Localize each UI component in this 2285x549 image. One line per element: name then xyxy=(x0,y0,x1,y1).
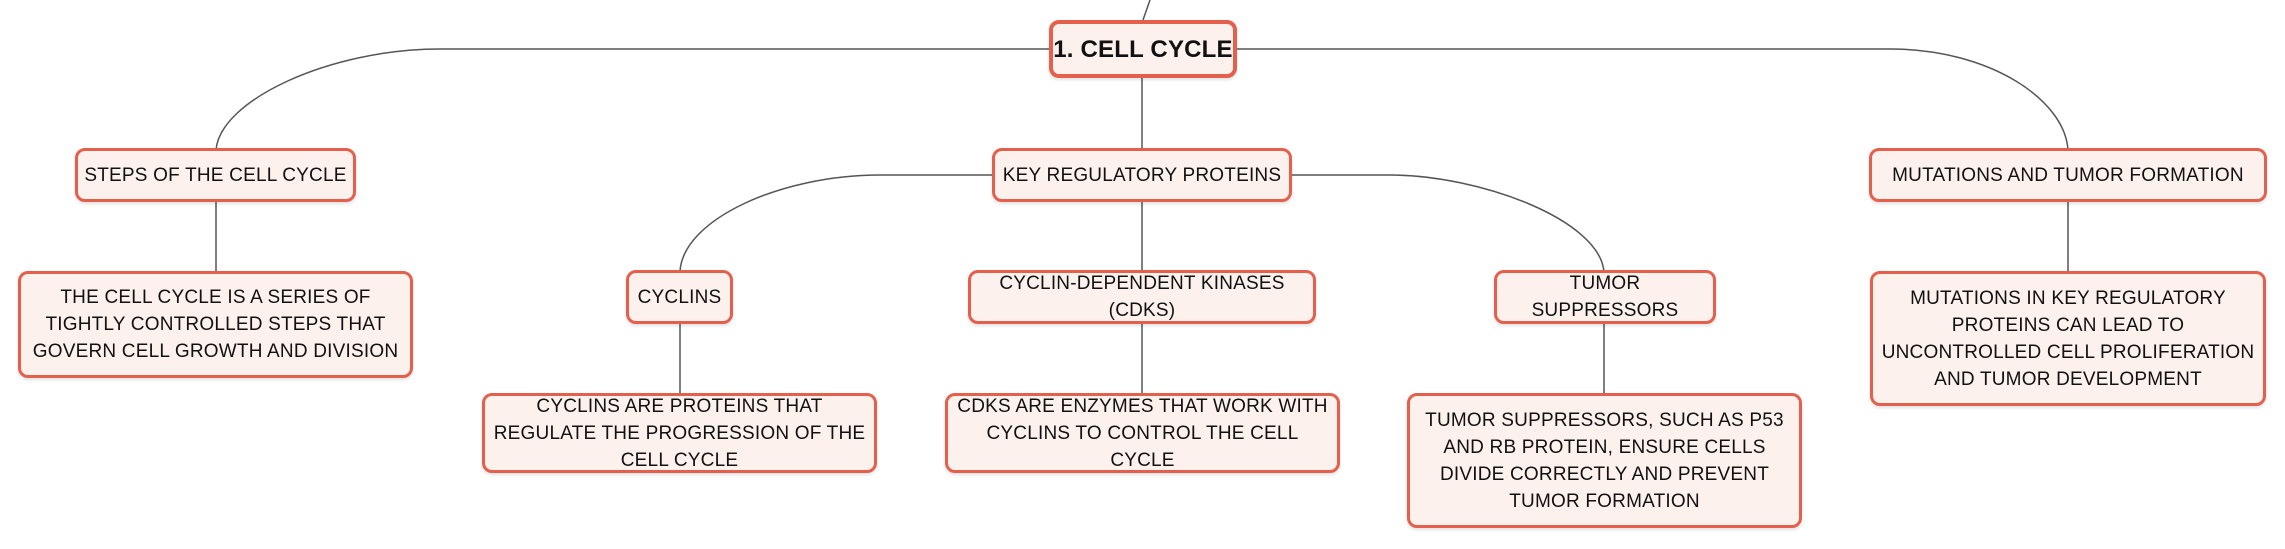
branch-steps-label: STEPS OF THE CELL CYCLE xyxy=(84,164,347,186)
child-cdks[interactable]: CYCLIN-DEPENDENT KINASES (CDKS) xyxy=(968,270,1316,324)
cyclins-detail-text: CYCLINS ARE PROTEINS THAT REGULATE THE P… xyxy=(493,395,866,471)
child-cdks-label: CYCLIN-DEPENDENT KINASES (CDKS) xyxy=(999,273,1285,321)
root-title: 1. CELL CYCLE xyxy=(1053,35,1233,63)
branch-steps[interactable]: STEPS OF THE CELL CYCLE xyxy=(75,148,356,202)
root-node[interactable]: 1. CELL CYCLE xyxy=(1049,20,1237,78)
cyclins-detail[interactable]: CYCLINS ARE PROTEINS THAT REGULATE THE P… xyxy=(482,393,877,473)
tumor-suppressors-detail-text: TUMOR SUPPRESSORS, SUCH AS P53 AND RB PR… xyxy=(1425,409,1784,512)
connector-key-cyclins xyxy=(679,174,992,273)
connector-key-suppressors xyxy=(1292,174,1605,273)
connector-root-mutations xyxy=(1237,48,2069,151)
tumor-suppressors-detail[interactable]: TUMOR SUPPRESSORS, SUCH AS P53 AND RB PR… xyxy=(1407,393,1802,528)
steps-detail-text: THE CELL CYCLE IS A SERIES OF TIGHTLY CO… xyxy=(32,287,399,362)
connector-root-steps xyxy=(215,48,1050,151)
branch-key-proteins[interactable]: KEY REGULATORY PROTEINS xyxy=(992,148,1292,202)
child-tumor-suppressors-label: TUMOR SUPPRESSORS xyxy=(1531,273,1679,321)
mutations-detail[interactable]: MUTATIONS IN KEY REGULATORY PROTEINS CAN… xyxy=(1870,271,2266,406)
child-cyclins[interactable]: CYCLINS xyxy=(626,270,733,324)
child-cyclins-label: CYCLINS xyxy=(637,286,722,308)
connector-top-stub xyxy=(1142,0,1151,21)
child-tumor-suppressors[interactable]: TUMOR SUPPRESSORS xyxy=(1494,270,1716,324)
branch-mutations-label: MUTATIONS AND TUMOR FORMATION xyxy=(1892,164,2244,186)
steps-detail[interactable]: THE CELL CYCLE IS A SERIES OF TIGHTLY CO… xyxy=(18,271,413,378)
branch-mutations[interactable]: MUTATIONS AND TUMOR FORMATION xyxy=(1869,148,2267,202)
cdks-detail-text: CDKS ARE ENZYMES THAT WORK WITH CYCLINS … xyxy=(957,395,1328,471)
mutations-detail-text: MUTATIONS IN KEY REGULATORY PROTEINS CAN… xyxy=(1881,287,2255,390)
cdks-detail[interactable]: CDKS ARE ENZYMES THAT WORK WITH CYCLINS … xyxy=(945,393,1340,473)
branch-key-proteins-label: KEY REGULATORY PROTEINS xyxy=(1002,164,1282,186)
